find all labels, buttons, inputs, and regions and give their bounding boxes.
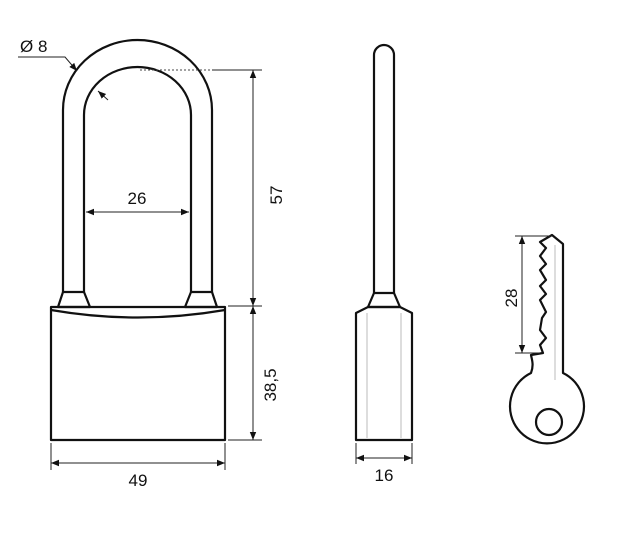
dim-shackle-diameter: Ø 8: [20, 37, 47, 56]
dim-shackle-height: 57: [267, 186, 286, 205]
side-view: 16: [354, 43, 414, 485]
key-hole: [534, 407, 564, 437]
dim-shackle-inner-width: 26: [128, 189, 147, 208]
shackle-side: [372, 43, 396, 293]
dim-body-width: 49: [129, 471, 148, 490]
dim-body-depth: 16: [375, 466, 394, 485]
diameter-arrow-inner: [97, 90, 109, 101]
body-top-curve: [50, 308, 226, 319]
collar-side: [366, 291, 402, 309]
dim-key-blade-length: 28: [502, 289, 521, 308]
lock-body: [49, 305, 227, 442]
dim-body-height: 38,5: [261, 368, 280, 401]
shackle-collar-right: [183, 290, 219, 309]
body-side: [354, 305, 414, 442]
key-outline: [508, 233, 586, 445]
front-view: Ø 8 26 57 38,5 49: [18, 37, 286, 490]
shackle: [61, 38, 214, 292]
shackle-collar-left: [56, 290, 92, 309]
key: 28: [502, 233, 586, 445]
diameter-leader: [18, 56, 78, 72]
